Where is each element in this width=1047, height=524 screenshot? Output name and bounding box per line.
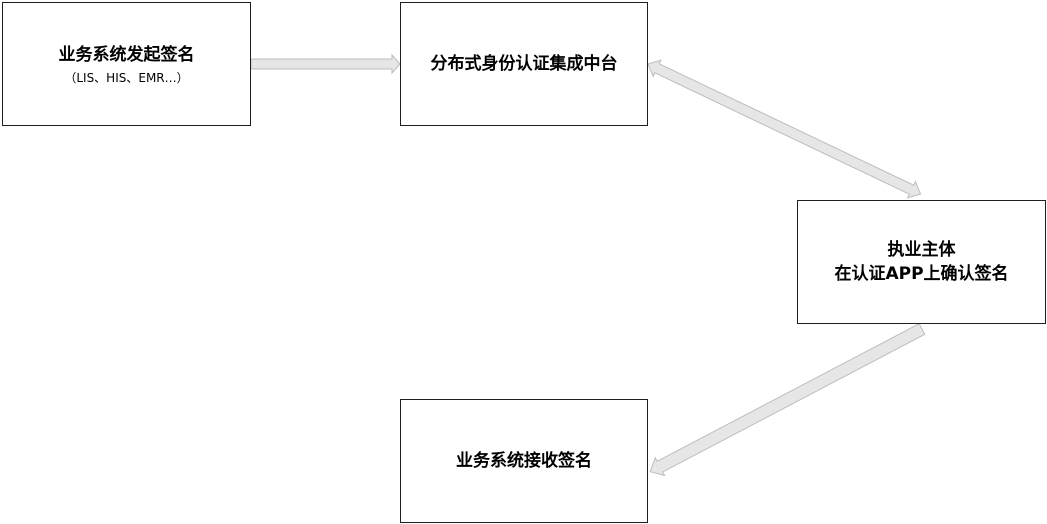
node-initiate-title: 业务系统发起签名 <box>58 44 195 65</box>
node-receive-title: 业务系统接收签名 <box>456 451 592 471</box>
arrow-practitioner-to-receive <box>649 323 926 477</box>
node-practitioner-line2: 在认证APP上确认签名 <box>834 264 1009 284</box>
node-identity-platform: 分布式身份认证集成中台 <box>400 2 648 126</box>
node-business-initiate: 业务系统发起签名 （LIS、HIS、EMR…） <box>2 2 251 126</box>
node-practitioner-confirm: 执业主体 在认证APP上确认签名 <box>797 200 1046 324</box>
arrow-initiate-to-platform <box>250 53 401 75</box>
arrow-platform-practitioner <box>647 59 922 199</box>
node-initiate-subtitle: （LIS、HIS、EMR…） <box>64 70 189 85</box>
node-practitioner-line1: 执业主体 <box>887 240 956 260</box>
node-business-receive: 业务系统接收签名 <box>400 399 648 523</box>
node-platform-title: 分布式身份认证集成中台 <box>430 54 618 74</box>
